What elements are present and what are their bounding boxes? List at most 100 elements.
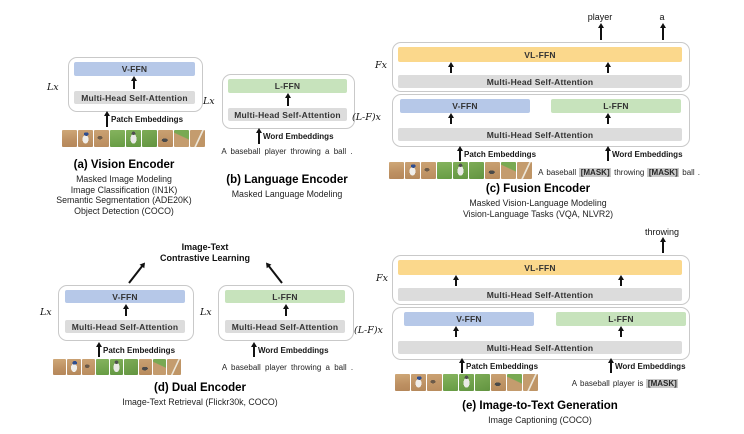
image-patch: [501, 162, 516, 179]
self-attention-bar: Multi-Head Self-Attention: [65, 320, 185, 333]
panel-c-caption: (c) Fusion Encoder Masked Vision-Languag…: [438, 183, 638, 219]
word-embeddings-label: Word Embeddings: [263, 132, 334, 141]
word-token: player: [612, 379, 635, 388]
l-ffn-bar: L-FFN: [228, 79, 347, 93]
self-attention-bar: Multi-Head Self-Attention: [398, 75, 682, 88]
image-patch: [53, 359, 67, 375]
up-arrow-icon: [453, 274, 458, 286]
up-arrow-icon: [104, 110, 109, 127]
task-line: Masked Vision-Language Modeling: [469, 198, 607, 208]
up-arrow-icon: [283, 303, 288, 316]
image-patch: [459, 374, 474, 391]
mask-token: [MASK]: [646, 379, 679, 388]
self-attention-bar: Multi-Head Self-Attention: [398, 341, 682, 354]
image-patch: [411, 374, 426, 391]
panel-e-caption: (e) Image-to-Text Generation Image Capti…: [440, 400, 640, 426]
image-patch: [469, 162, 484, 179]
up-arrow-icon: [605, 112, 610, 124]
image-patch: [81, 359, 95, 375]
mask-token: [MASK]: [579, 168, 612, 177]
image-patch: [437, 162, 452, 179]
up-arrow-icon: [123, 303, 128, 316]
task-line: Masked Language Modeling: [231, 189, 343, 199]
image-patch: [475, 374, 490, 391]
image-patch: [62, 130, 77, 147]
depth-label: Fx: [376, 273, 388, 284]
v-ffn-bar: V-FFN: [74, 62, 195, 76]
up-arrow-icon: [660, 236, 665, 253]
up-arrow-icon: [453, 325, 458, 337]
up-arrow-icon: [605, 145, 610, 161]
up-arrow-icon: [660, 22, 665, 40]
diagonal-arrow-icon: [267, 265, 283, 284]
panel-d-caption: (d) Dual Encoder Image-Text Retrieval (F…: [100, 382, 300, 408]
up-arrow-icon: [618, 274, 623, 286]
word-token: baseball: [580, 379, 610, 388]
panel-title: (d) Dual Encoder: [153, 382, 246, 394]
image-patch: [126, 130, 141, 147]
diagonal-arrow-icon: [128, 265, 144, 284]
image-patch: [421, 162, 436, 179]
task-line: Image-Text Retrieval (Flickr30k, COCO): [122, 397, 278, 407]
task-line: Masked Image Modeling: [76, 174, 172, 184]
self-attention-bar: Multi-Head Self-Attention: [74, 91, 195, 104]
up-arrow-icon: [608, 357, 613, 373]
up-arrow-icon: [285, 92, 290, 106]
depth-label: Lx: [40, 307, 52, 318]
up-arrow-icon: [605, 61, 610, 73]
image-patch: [110, 130, 125, 147]
panel-title: (a) Vision Encoder: [73, 159, 175, 171]
image-patch: [395, 374, 410, 391]
word-embeddings-label: Word Embeddings: [258, 346, 329, 355]
objective-label: Image-Text: [181, 242, 229, 252]
vl-ffn-bar: VL-FFN: [398, 260, 682, 275]
input-sentence: A baseball player throwing a ball .: [221, 147, 353, 156]
word-token: throwing: [614, 168, 645, 177]
depth-label: (L-F)x: [354, 325, 383, 336]
patch-embeddings-label: Patch Embeddings: [111, 115, 184, 124]
vl-ffn-bar: VL-FFN: [398, 47, 682, 62]
image-patch-strip: [395, 374, 538, 391]
image-patch: [158, 130, 173, 147]
self-attention-bar: Multi-Head Self-Attention: [398, 128, 682, 141]
image-patch: [427, 374, 442, 391]
l-ffn-bar: L-FFN: [225, 290, 345, 303]
image-patch-strip: [389, 162, 532, 179]
panel-a-caption: (a) Vision Encoder Masked Image Modeling…: [24, 159, 224, 216]
image-patch: [138, 359, 153, 375]
task-line: Object Detection (COCO): [74, 205, 174, 216]
up-arrow-icon: [251, 341, 256, 357]
depth-label: Lx: [47, 82, 59, 93]
image-patch: [507, 374, 522, 391]
panel-title: (e) Image-to-Text Generation: [462, 400, 618, 412]
patch-embeddings-label: Patch Embeddings: [103, 346, 176, 355]
v-ffn-bar: V-FFN: [400, 99, 530, 113]
predicted-token: player: [587, 12, 613, 22]
l-ffn-bar: L-FFN: [556, 312, 686, 326]
v-ffn-bar: V-FFN: [404, 312, 534, 326]
word-token: A: [538, 168, 544, 177]
task-line: Image Captioning (COCO): [488, 415, 592, 425]
image-patch: [443, 374, 458, 391]
word-token: is: [637, 379, 644, 388]
objective-label: Contrastive Learning: [159, 253, 251, 263]
word-token: .: [697, 168, 700, 177]
image-patch: [517, 162, 532, 179]
image-patch-strip: [62, 130, 205, 147]
image-patch: [485, 162, 500, 179]
up-arrow-icon: [448, 61, 453, 73]
image-patch: [142, 130, 157, 147]
predicted-token: a: [659, 12, 665, 22]
word-embeddings-label: Word Embeddings: [612, 150, 683, 159]
image-patch-strip: [53, 359, 181, 375]
up-arrow-icon: [598, 22, 603, 40]
task-line: Semantic Segmentation (ADE20K): [56, 195, 192, 205]
task-line: Vision-Language Tasks (VQA, NLVR2): [462, 208, 614, 219]
predicted-token: throwing: [644, 227, 680, 237]
panel-b-caption: (b) Language Encoder Masked Language Mod…: [187, 174, 387, 200]
word-token: A: [571, 379, 578, 388]
depth-label: Lx: [200, 307, 212, 318]
panel-title: (c) Fusion Encoder: [485, 183, 591, 195]
image-patch: [124, 359, 138, 375]
